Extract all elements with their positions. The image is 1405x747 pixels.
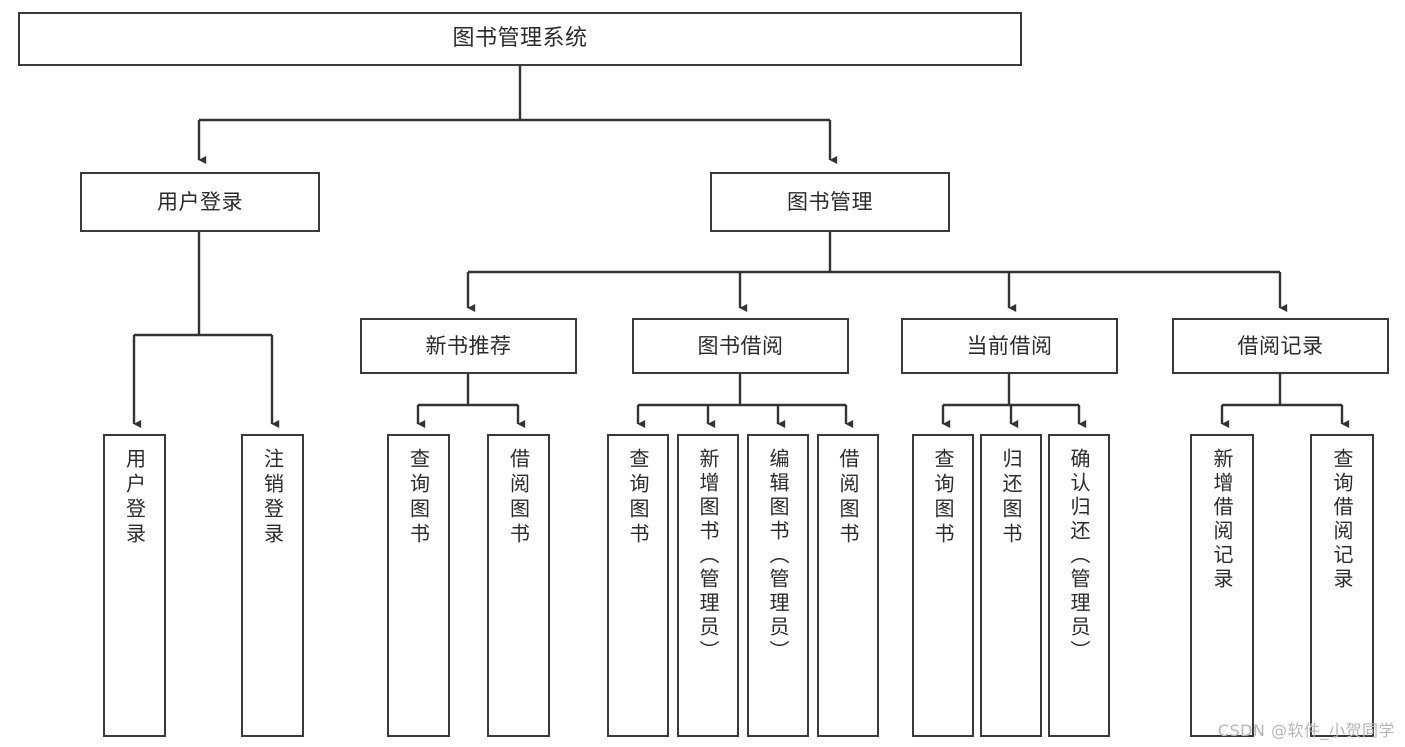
node-label: 新书推荐 [425, 333, 512, 358]
leaf-query-book-new-rec[interactable]: 查询图书 [387, 434, 450, 737]
leaf-confirm-return-admin[interactable]: 确认归还（管理员） [1048, 434, 1110, 737]
leaf-user-logout[interactable]: 注销登录 [241, 434, 304, 737]
leaf-query-borrow-record[interactable]: 查询借阅记录 [1310, 434, 1374, 737]
node-label: 查询图书 [931, 448, 955, 548]
node-label: 查询图书 [626, 448, 650, 548]
node-label: 图书管理系统 [452, 26, 588, 52]
node-label: 归还图书 [999, 448, 1023, 548]
node-label: 借阅图书 [506, 448, 531, 548]
leaf-borrow-book-borrowing[interactable]: 借阅图书 [817, 434, 879, 737]
leaf-edit-book-admin[interactable]: 编辑图书（管理员） [747, 434, 809, 737]
leaf-query-book-current[interactable]: 查询图书 [912, 434, 974, 737]
node-label: 图书借阅 [697, 333, 784, 358]
node-label: 新增图书（管理员） [696, 448, 720, 664]
node-book-management[interactable]: 图书管理 [710, 172, 950, 232]
leaf-add-book-admin[interactable]: 新增图书（管理员） [677, 434, 739, 737]
leaf-borrow-book-new-rec[interactable]: 借阅图书 [487, 434, 550, 737]
node-label: 编辑图书（管理员） [766, 448, 790, 664]
node-label: 当前借阅 [966, 333, 1053, 358]
node-label: 查询图书 [406, 448, 431, 548]
node-label: 查询借阅记录 [1330, 448, 1354, 592]
node-user-login[interactable]: 用户登录 [80, 172, 320, 232]
node-label: 新增借阅记录 [1210, 448, 1234, 592]
node-book-borrowing[interactable]: 图书借阅 [632, 318, 849, 374]
node-label: 用户登录 [157, 189, 243, 214]
node-borrowing-record[interactable]: 借阅记录 [1172, 318, 1389, 374]
node-new-book-recommendation[interactable]: 新书推荐 [360, 318, 577, 374]
leaf-user-login[interactable]: 用户登录 [103, 434, 166, 737]
node-label: 确认归还（管理员） [1067, 448, 1091, 664]
leaf-add-borrow-record[interactable]: 新增借阅记录 [1190, 434, 1254, 737]
node-root-book-management-system[interactable]: 图书管理系统 [18, 12, 1022, 66]
node-current-borrowing[interactable]: 当前借阅 [901, 318, 1118, 374]
node-label: 注销登录 [260, 448, 285, 548]
node-label: 用户登录 [122, 448, 147, 548]
node-label: 借阅记录 [1237, 333, 1324, 358]
node-label: 图书管理 [787, 189, 873, 214]
leaf-query-book-borrowing[interactable]: 查询图书 [607, 434, 669, 737]
node-label: 借阅图书 [836, 448, 860, 548]
leaf-return-book[interactable]: 归还图书 [980, 434, 1042, 737]
